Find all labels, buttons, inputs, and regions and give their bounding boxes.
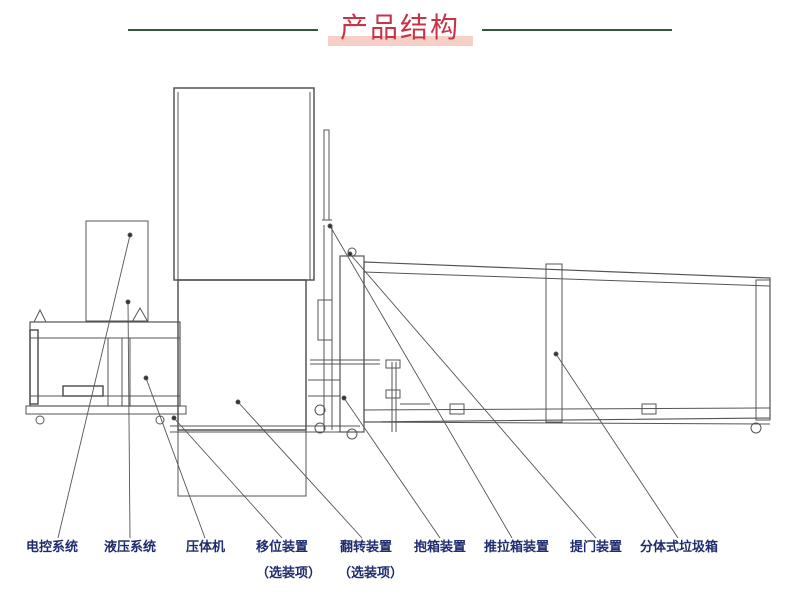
- shifting-box: [177, 279, 307, 431]
- label-electric-control: 电控系统: [26, 540, 79, 555]
- label-compactor: 压体机: [186, 540, 226, 555]
- label-shifting: 移位装置: [256, 540, 309, 555]
- label-tipping-optional: （选装项）: [338, 566, 404, 581]
- tipping-cylinder: [317, 299, 333, 341]
- compactor-body: [29, 321, 181, 407]
- compactor-end-plate: [29, 329, 39, 405]
- hopper-frame: [173, 87, 315, 281]
- compactor-window: [62, 385, 104, 397]
- lifting-ear-left: [33, 308, 47, 323]
- header: 产品结构: [0, 0, 800, 60]
- electric-cabinet: [85, 220, 149, 322]
- shifting-base: [177, 429, 307, 497]
- base-skid: [25, 405, 187, 415]
- foot-left: [35, 415, 45, 425]
- header-line-left: [128, 29, 318, 31]
- title-block: 产品结构: [318, 8, 482, 48]
- label-hydraulic: 液压系统: [104, 540, 157, 555]
- label-box-hugging: 抱箱装置: [414, 540, 467, 555]
- label-tipping: 翻转装置: [340, 540, 393, 555]
- header-line-right: [482, 29, 672, 31]
- title-highlight: [328, 36, 473, 46]
- bin-body: [363, 261, 771, 423]
- page-title: 产品结构: [339, 11, 460, 44]
- lifting-ear-right: [131, 306, 149, 323]
- label-split-bin: 分体式垃圾箱: [640, 540, 719, 555]
- label-shifting-optional: （选装项）: [256, 566, 322, 581]
- bin-rib: [545, 263, 563, 423]
- label-door-lifting: 提门装置: [570, 540, 623, 555]
- bin-door: [755, 279, 771, 421]
- label-push-pull: 推拉箱装置: [484, 540, 550, 555]
- hug-frame: [339, 255, 365, 433]
- tipping-mast: [323, 129, 330, 221]
